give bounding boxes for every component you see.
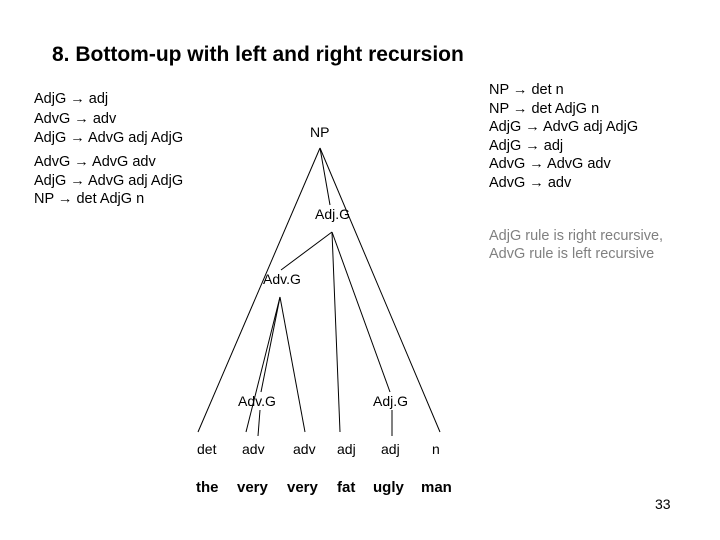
pos-tag-n: n (432, 441, 440, 457)
rule-item: NP → det AdjG n (489, 100, 600, 117)
edge-advg-advg2 (260, 296, 281, 393)
pos-tag-adj-1: adj (337, 441, 356, 457)
recursion-note: AdjG rule is right recursive, AdvG rule … (489, 228, 663, 263)
rule-item: AdvG → AdvG adv (489, 156, 611, 172)
edge-advg-advleft (245, 296, 281, 433)
tree-node-adjg-lower: Adj.G (373, 393, 409, 409)
edge-np-n (319, 147, 441, 433)
edge-advg2-adv (257, 409, 261, 437)
word-fat: fat (337, 479, 356, 496)
pos-tag-det: det (197, 441, 217, 457)
word-the: the (196, 479, 219, 496)
rule-item: AdjG → AdvG adj AdjG (34, 130, 184, 146)
pos-tag-adv-2: adv (293, 441, 316, 457)
pos-tag-adj-2: adj (381, 441, 400, 457)
grammar-rules-right: NP → det n NP → det AdjG n AdjG → AdvG a… (489, 83, 638, 194)
edge-adjg-advg (280, 231, 333, 271)
tree-node-np: NP (310, 124, 330, 140)
page-title: 8. Bottom-up with left and right recursi… (52, 43, 464, 66)
rule-item: AdjG → AdvG adj AdjG (34, 173, 184, 189)
rule-item: AdvG → adv (34, 110, 117, 127)
edge-adjg-adj (331, 231, 341, 433)
rule-item: AdvG → AdvG adv (34, 153, 156, 170)
tree-node-adjg-top: Adj.G (315, 206, 351, 222)
recursion-note-line-1: AdjG rule is right recursive, (489, 228, 664, 244)
tree-node-advg-top: Adv.G (263, 271, 301, 287)
edge-np-adjg (319, 147, 331, 206)
tree-node-advg-lower: Adv.G (238, 393, 276, 409)
pos-tag-adv-1: adv (242, 441, 265, 457)
rule-item: AdjG → adj (34, 91, 109, 107)
word-very-2: very (287, 479, 318, 496)
rule-item: NP → det AdjG n (34, 190, 145, 207)
recursion-note-line-2: AdvG rule is left recursive (489, 245, 655, 262)
derivation-rules-left: AdjG → adj AdvG → adv AdjG → AdvG adj Ad… (34, 92, 183, 211)
word-very-1: very (237, 479, 268, 496)
page-number: 33 (655, 496, 671, 512)
edge-np-det (197, 147, 321, 433)
edge-advg-advright (279, 296, 306, 433)
word-man: man (421, 479, 452, 496)
word-ugly: ugly (373, 479, 404, 496)
rule-item: AdjG → AdvG adj AdjG (489, 119, 639, 135)
rule-item: AdvG → adv (489, 174, 572, 191)
edge-adjg-adjg2 (331, 231, 391, 393)
rule-item: NP → det n (489, 82, 564, 98)
rule-item: AdjG → adj (489, 137, 564, 154)
